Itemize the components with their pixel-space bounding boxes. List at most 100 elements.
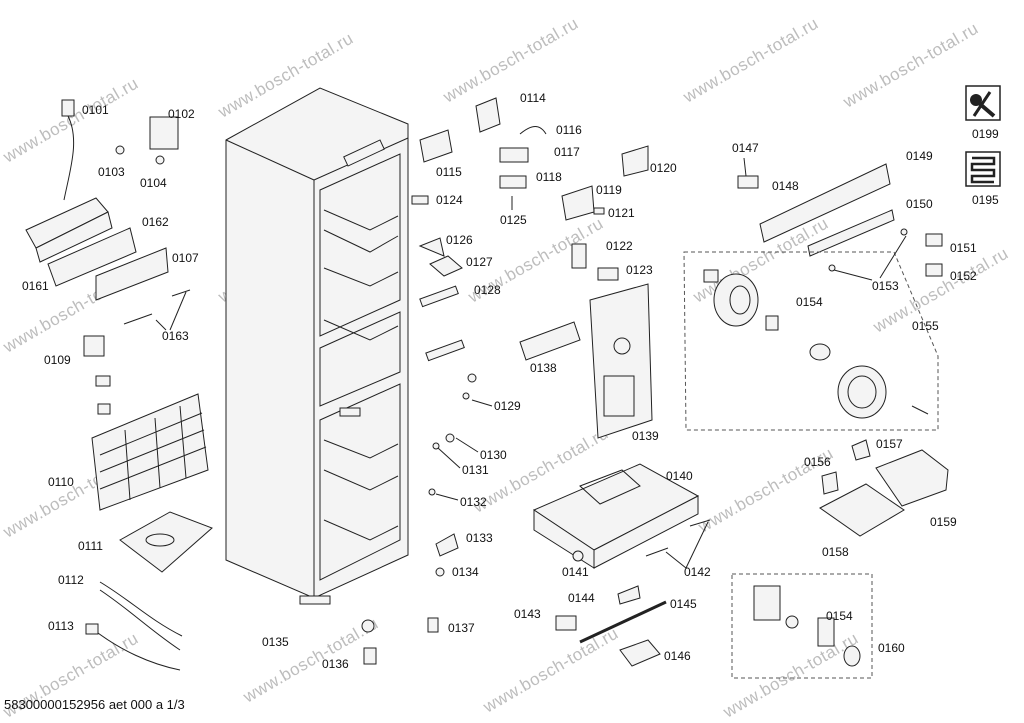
- part-0116: [519, 126, 547, 135]
- part-label: 0127: [466, 255, 493, 269]
- part-0102: [149, 116, 179, 150]
- part-label: 0131: [462, 463, 489, 477]
- part-0120: [621, 145, 649, 177]
- screw-0153b: [828, 264, 836, 272]
- part-label: 0150: [906, 197, 933, 211]
- cover-0159: [875, 449, 949, 507]
- part-label: 0154: [826, 609, 853, 623]
- part-label: 0146: [664, 649, 691, 663]
- part-label: 0120: [650, 161, 677, 175]
- part-label: 0144: [568, 591, 595, 605]
- part-label: 0111: [78, 539, 103, 553]
- screw-0130: [445, 433, 455, 443]
- part-label: 0147: [732, 141, 759, 155]
- fridge-cabinet: [225, 87, 409, 605]
- part-0131: [432, 442, 440, 450]
- part-0109b: [95, 375, 111, 387]
- part-label: 0118: [536, 170, 562, 184]
- screw-0142a: [645, 547, 669, 557]
- part-0133: [435, 533, 459, 557]
- part-0136a: [361, 619, 375, 633]
- part-label: 0114: [520, 91, 546, 105]
- part-label: 0110: [48, 475, 74, 489]
- part-0114: [475, 97, 501, 133]
- heating-coil-icon: [965, 151, 1001, 187]
- part-label: 0130: [480, 448, 507, 462]
- part-0143: [555, 615, 577, 631]
- power-cord: [61, 99, 75, 201]
- part-0136b: [363, 647, 377, 665]
- part-label: 0151: [950, 241, 977, 255]
- part-0118: [499, 175, 527, 189]
- part-0107: [95, 247, 169, 301]
- part-label: 0140: [666, 469, 693, 483]
- part-0138: [519, 321, 581, 361]
- fan-housing-0155: [703, 269, 929, 419]
- part-label: 0154: [796, 295, 823, 309]
- part-label: 0116: [556, 123, 582, 137]
- part-0152: [925, 263, 943, 277]
- screw-0163b: [171, 289, 191, 297]
- bracket-0149: [759, 163, 891, 243]
- part-label: 0141: [562, 565, 589, 579]
- part-label: 0199: [972, 127, 999, 141]
- part-label: 0121: [608, 206, 635, 220]
- part-0128: [419, 285, 459, 308]
- part-label: 0112: [58, 573, 84, 587]
- part-label: 0132: [460, 495, 487, 509]
- part-label: 0125: [500, 213, 527, 227]
- rod-0145: [579, 600, 667, 644]
- screw-0163a: [123, 313, 153, 325]
- part-label: 0159: [930, 515, 957, 529]
- part-label: 0136: [322, 657, 349, 671]
- part-label: 0155: [912, 319, 939, 333]
- part-label: 0161: [22, 279, 49, 293]
- part-0162: [47, 227, 137, 287]
- part-0123: [597, 267, 619, 281]
- part-label: 0153: [872, 279, 899, 293]
- part-label: 0119: [596, 183, 622, 197]
- tools-icon: [965, 85, 1001, 121]
- wire-0112b: [99, 589, 181, 651]
- part-0128b: [425, 339, 465, 362]
- part-0137: [427, 617, 439, 633]
- part-0124: [411, 195, 429, 205]
- part-label: 0135: [262, 635, 289, 649]
- part-0156: [821, 471, 839, 495]
- part-label: 0102: [168, 107, 195, 121]
- condenser-grille-0110: [91, 393, 209, 511]
- part-label: 0195: [972, 193, 999, 207]
- part-label: 0115: [436, 165, 462, 179]
- part-label: 0128: [474, 283, 501, 297]
- part-label: 0142: [684, 565, 711, 579]
- wire-0112: [99, 581, 183, 637]
- part-0148: [737, 175, 759, 189]
- document-footer: 58300000152956 aet 000 a 1/3: [4, 697, 185, 712]
- part-0151: [925, 233, 943, 247]
- part-0141: [572, 550, 584, 562]
- part-label: 0103: [98, 165, 125, 179]
- screw-0129: [467, 373, 477, 383]
- part-label: 0101: [82, 103, 109, 117]
- drip-tray-hole: [145, 533, 175, 547]
- wire-0113: [93, 629, 181, 671]
- part-label: 0152: [950, 269, 977, 283]
- thermostat-0160: [753, 585, 861, 667]
- part-label: 0133: [466, 531, 493, 545]
- screw-0134: [435, 567, 445, 577]
- part-label: 0157: [876, 437, 903, 451]
- part-label: 0123: [626, 263, 653, 277]
- part-label: 0137: [448, 621, 475, 635]
- part-label: 0162: [142, 215, 169, 229]
- part-label: 0139: [632, 429, 659, 443]
- part-0126: [418, 237, 445, 257]
- part-label: 0124: [436, 193, 463, 207]
- part-0109: [83, 335, 105, 357]
- part-label: 0158: [822, 545, 849, 559]
- part-0109c: [97, 403, 111, 415]
- evaporator-cover-0139: [589, 283, 653, 439]
- part-label: 0104: [140, 176, 167, 190]
- part-label: 0107: [172, 251, 199, 265]
- part-label: 0117: [554, 145, 580, 159]
